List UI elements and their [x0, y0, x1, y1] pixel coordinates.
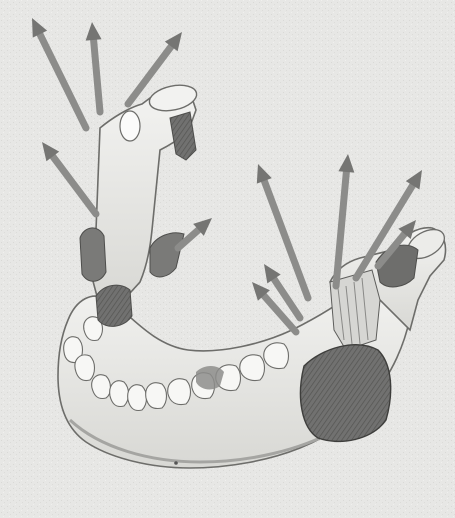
sigmoid-notch — [120, 111, 140, 141]
tooth — [264, 343, 289, 369]
mental-foramen — [174, 461, 178, 465]
muscle-masseter-right — [300, 345, 390, 442]
muscle-masseter-left — [96, 285, 132, 326]
tooth — [128, 385, 147, 411]
muscle-buccinator-left — [196, 366, 224, 389]
tooth — [92, 375, 111, 399]
muscle-temporalis-left — [80, 228, 106, 281]
tooth — [75, 355, 95, 381]
tooth — [110, 381, 129, 407]
tooth — [240, 355, 265, 381]
tooth — [146, 383, 167, 409]
tooth — [168, 379, 191, 405]
